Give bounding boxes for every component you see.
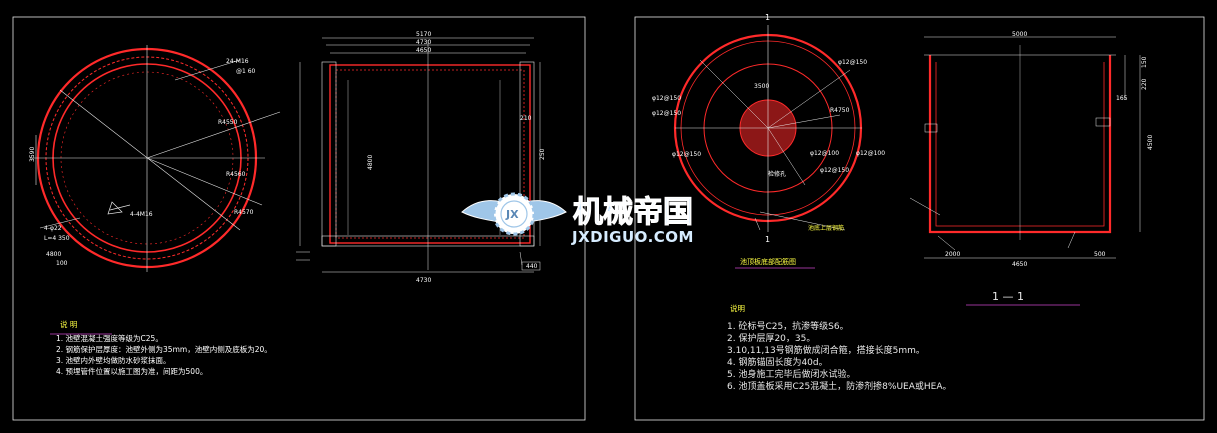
plan-label-anchor: 4-φ22 <box>44 225 62 232</box>
plan-label-anchor2: L=4 350 <box>44 235 70 242</box>
right-note-4: 4. 钢筋锚固长度为40d。 <box>727 356 828 368</box>
section-title: 1 — 1 <box>992 290 1024 303</box>
watermark-badge: JX <box>505 208 519 221</box>
right-note-1: 1. 砼标号C25，抗渗等级S6。 <box>727 320 849 332</box>
section-dim-side-a: 150 <box>1141 56 1148 68</box>
watermark-logo <box>461 192 567 236</box>
right-note-5: 5. 池身施工完毕后做闭水试验。 <box>727 368 855 380</box>
right-notes-title: 说明 <box>730 303 745 313</box>
watermark-domain: JXDIGUO.COM <box>571 228 694 246</box>
plan-label-c: φ12@150 <box>672 151 701 158</box>
plan-label-note-c: 100 <box>56 260 68 267</box>
section-dim-bottom-right: 4650 <box>1012 261 1027 268</box>
plan-label-spacing: @1 60 <box>236 68 256 75</box>
right-plan-view <box>673 25 863 269</box>
section-dim-left-a: 2000 <box>945 251 960 258</box>
plan-label-side: 3590 <box>29 147 36 162</box>
plan-label-r2: R4560 <box>226 171 246 178</box>
section-dim-right-a: 500 <box>1094 251 1106 258</box>
section-dim-side-b: 220 <box>1141 78 1148 90</box>
plan-label-center: 3500 <box>754 83 769 90</box>
right-section-view <box>909 36 1141 306</box>
plan-label-b: φ12@150 <box>652 110 681 117</box>
left-note-2: 2. 钢筋保护层厚度：池壁外侧为35mm，池壁内侧及底板为20。 <box>56 344 272 354</box>
right-note-2: 2. 保护层厚20，35。 <box>727 332 815 344</box>
plan-caption: 池底上层钢筋 <box>808 224 844 232</box>
left-plan-view <box>30 45 281 272</box>
section-dim-height: 4800 <box>367 155 374 170</box>
right-note-6: 6. 池顶盖板采用C25混凝土，防渗剂掺8%UEA或HEA。 <box>727 380 952 392</box>
section-dim-right-h: 4500 <box>1147 135 1154 150</box>
plan-title: 池顶板底部配筋图 <box>740 257 796 266</box>
left-sheet-frame <box>12 16 586 421</box>
section-dim-top3: 4650 <box>416 47 431 54</box>
left-notes-title: 说 明 <box>60 319 77 329</box>
plan-label-e: φ12@100 <box>856 150 885 157</box>
plan-label-hole: 检修孔 <box>768 170 786 178</box>
right-note-3: 3.10,11,13号钢筋做成闭合箍，搭接长度5mm。 <box>727 344 925 356</box>
section-dim-bottom: 4730 <box>416 277 431 284</box>
plan-label-note-a: 4-4M16 <box>130 211 153 218</box>
section-dim-right-a: 210 <box>520 115 532 122</box>
section-dim-top: 5000 <box>1012 31 1027 38</box>
plan-label-f: φ12@150 <box>838 59 867 66</box>
section-dim-side-c: 165 <box>1116 95 1128 102</box>
left-note-4: 4. 预埋管件位置以施工图为准，间距为500。 <box>56 366 207 376</box>
right-marker-bottom: 1 <box>765 235 770 244</box>
section-dim-right-b: 250 <box>539 148 546 160</box>
section-dim-right-c: 440 <box>526 263 538 270</box>
left-note-1: 1. 池壁混凝土强度等级为C25。 <box>56 333 163 343</box>
section-dim-top1: 5170 <box>416 31 431 38</box>
left-note-3: 3. 池壁内外壁均做防水砂浆抹面。 <box>56 355 171 365</box>
plan-label-d: φ12@100 <box>810 150 839 157</box>
left-section-view <box>296 37 541 273</box>
plan-label-a: φ12@150 <box>652 95 681 102</box>
plan-label-note-b: 4800 <box>46 251 61 258</box>
plan-label-r3: R4570 <box>234 209 254 216</box>
watermark-brand: 机械帝国 <box>573 195 693 230</box>
plan-label-bolts: 24-M16 <box>226 58 249 65</box>
section-dim-top2: 4730 <box>416 39 431 46</box>
plan-label-h: φ12@150 <box>820 167 849 174</box>
plan-label-r1: R4550 <box>218 119 238 126</box>
right-marker-top: 1 <box>765 13 770 22</box>
plan-label-g: R4750 <box>830 107 850 114</box>
right-sheet-frame <box>634 16 1205 421</box>
